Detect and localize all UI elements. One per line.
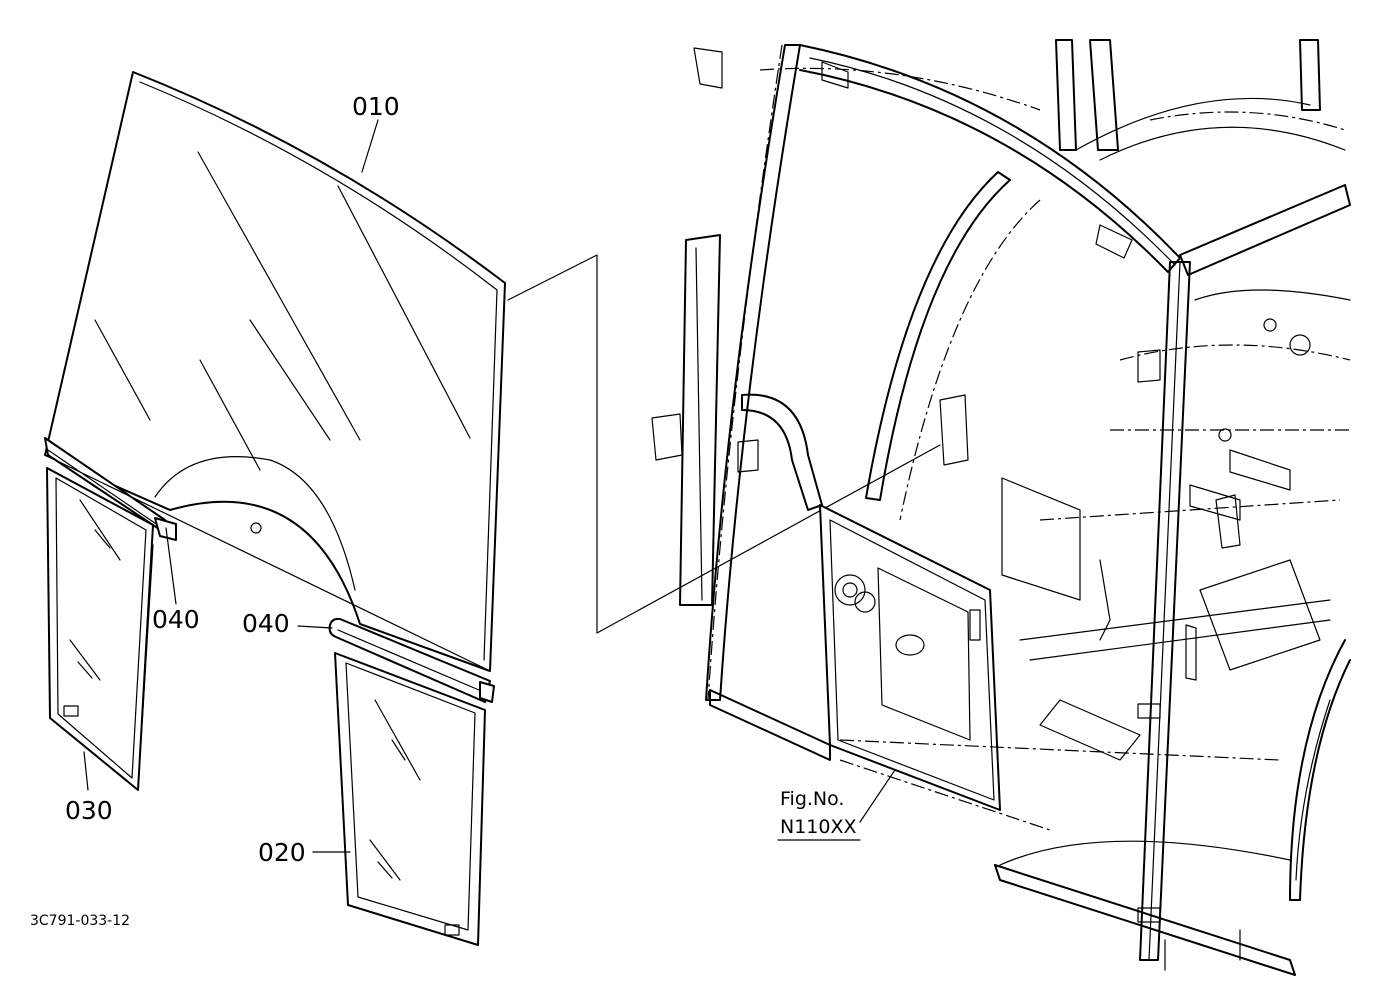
lower-left-glass[interactable] [46,467,154,791]
drawing-code: 3C791-033-12 [30,913,130,929]
lower-right-glass[interactable] [334,652,486,946]
seal-strip-right[interactable] [328,617,495,703]
callout-040-right: 040 [242,609,290,638]
callout-030: 030 [65,796,113,825]
callout-020: 020 [258,838,306,867]
seal-strip-left[interactable] [44,437,491,672]
callout-040-left: 040 [152,605,200,634]
figure-reference-number: N110XX [780,816,857,838]
figure-reference[interactable]: Fig.No. N110XX [777,788,861,841]
callout-010: 010 [352,92,400,121]
cab-frame-assembly [651,39,1351,976]
figure-reference-label: Fig.No. [780,788,844,810]
upper-windshield-glass[interactable] [44,71,506,672]
